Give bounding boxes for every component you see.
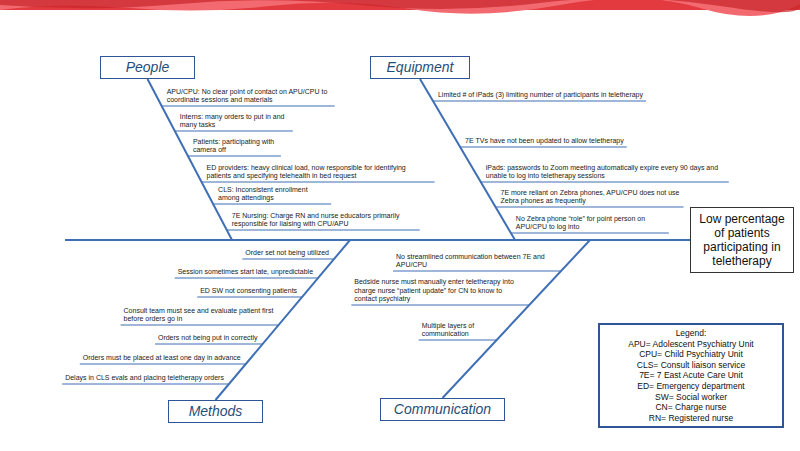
cause-text: 7E Nursing: Charge RN and nurse educator…	[232, 212, 417, 229]
cause-text: Delays in CLS evals and placing telether…	[65, 374, 224, 382]
cause-text: Interns: many orders to put in and many …	[180, 113, 290, 130]
category-label: Equipment	[379, 58, 461, 77]
category-bone	[420, 79, 690, 240]
cause-text: Multiple layers of communication	[422, 322, 492, 339]
cause-rib	[202, 181, 435, 182]
banner-wave	[0, 0, 800, 16]
legend-line: CN= Charge nurse	[604, 402, 778, 413]
category-label: Methods	[177, 402, 254, 421]
category-box: Equipment	[370, 56, 470, 79]
cause-rib	[481, 181, 729, 182]
cause-text: APU/CPU: No clear point of contact on AP…	[167, 88, 332, 105]
cause-rib	[62, 383, 229, 384]
legend-line: RN= Registered nurse	[604, 413, 778, 424]
cause-rib	[227, 229, 420, 230]
legend-line: CLS= Consult liaison service	[604, 360, 778, 371]
cause-rib	[419, 339, 497, 340]
category-bone	[148, 79, 691, 240]
cause-text: Order set not being utilized	[245, 249, 329, 257]
legend-line: Legend:	[604, 328, 778, 339]
cause-text: 7E TVs have not been updated to allow te…	[465, 137, 624, 145]
cause-rib	[197, 296, 302, 297]
cause-text: Orders must be placed at least one day i…	[83, 354, 241, 362]
cause-text: Bedside nurse must manually enter teleth…	[354, 278, 524, 303]
cause-rib	[351, 304, 529, 305]
legend-line: 7E= 7 East Acute Care Unit	[604, 370, 778, 381]
cause-text: Session sometimes start late, unpredicta…	[178, 268, 313, 276]
legend-line: SW= Social worker	[604, 392, 778, 403]
cause-rib	[121, 324, 279, 325]
effect-box: Low percentage of patients participating…	[690, 207, 794, 273]
cause-text: No Zebra phone “role” for point person o…	[516, 215, 666, 232]
cause-text: ED SW not consenting patients	[200, 287, 297, 295]
category-label: People	[109, 58, 186, 77]
cause-rib	[80, 363, 246, 364]
cause-text: Patients: participating with camera off	[193, 138, 278, 155]
category-label: Communication	[389, 400, 496, 419]
legend-line: CPU= Child Psychiatry Unit	[604, 349, 778, 360]
category-box: Methods	[168, 400, 263, 423]
cause-text: Orders not being put in correctly	[158, 334, 258, 342]
effect-text: Low percentage of patients participating…	[697, 212, 787, 268]
cause-rib	[213, 203, 331, 204]
cause-text: CLS: Inconsistent enrollment among atten…	[218, 186, 328, 203]
cause-rib	[188, 155, 281, 156]
cause-text: ED providers: heavy clinical load, now r…	[207, 164, 432, 181]
cause-rib	[496, 206, 684, 207]
cause-rib	[175, 130, 293, 131]
cause-text: 7E more reliant on Zebra phones, APU/CPU…	[501, 189, 681, 206]
cause-text: Limited # of iPads (3) limiting number o…	[438, 91, 643, 99]
cause-text: Consult team must see and evaluate patie…	[124, 307, 274, 324]
cause-rib	[162, 105, 335, 106]
cause-rib	[460, 146, 627, 147]
legend-line: APU= Adolescent Psychiatry Unit	[604, 339, 778, 350]
legend-box: Legend:APU= Adolescent Psychiatry UnitCP…	[598, 323, 784, 428]
cause-rib	[433, 100, 646, 101]
legend-line: ED= Emergency department	[604, 381, 778, 392]
category-box: Communication	[380, 398, 505, 421]
cause-rib	[155, 343, 263, 344]
banner-wave	[0, 0, 800, 12]
cause-rib	[511, 232, 669, 233]
cause-rib	[242, 258, 334, 259]
cause-text: iPads: passwords to Zoom meeting automat…	[486, 164, 726, 181]
cause-text: No streamlined communication between 7E …	[396, 253, 556, 270]
cause-rib	[393, 270, 561, 271]
category-box: People	[100, 56, 195, 79]
cause-rib	[175, 277, 318, 278]
